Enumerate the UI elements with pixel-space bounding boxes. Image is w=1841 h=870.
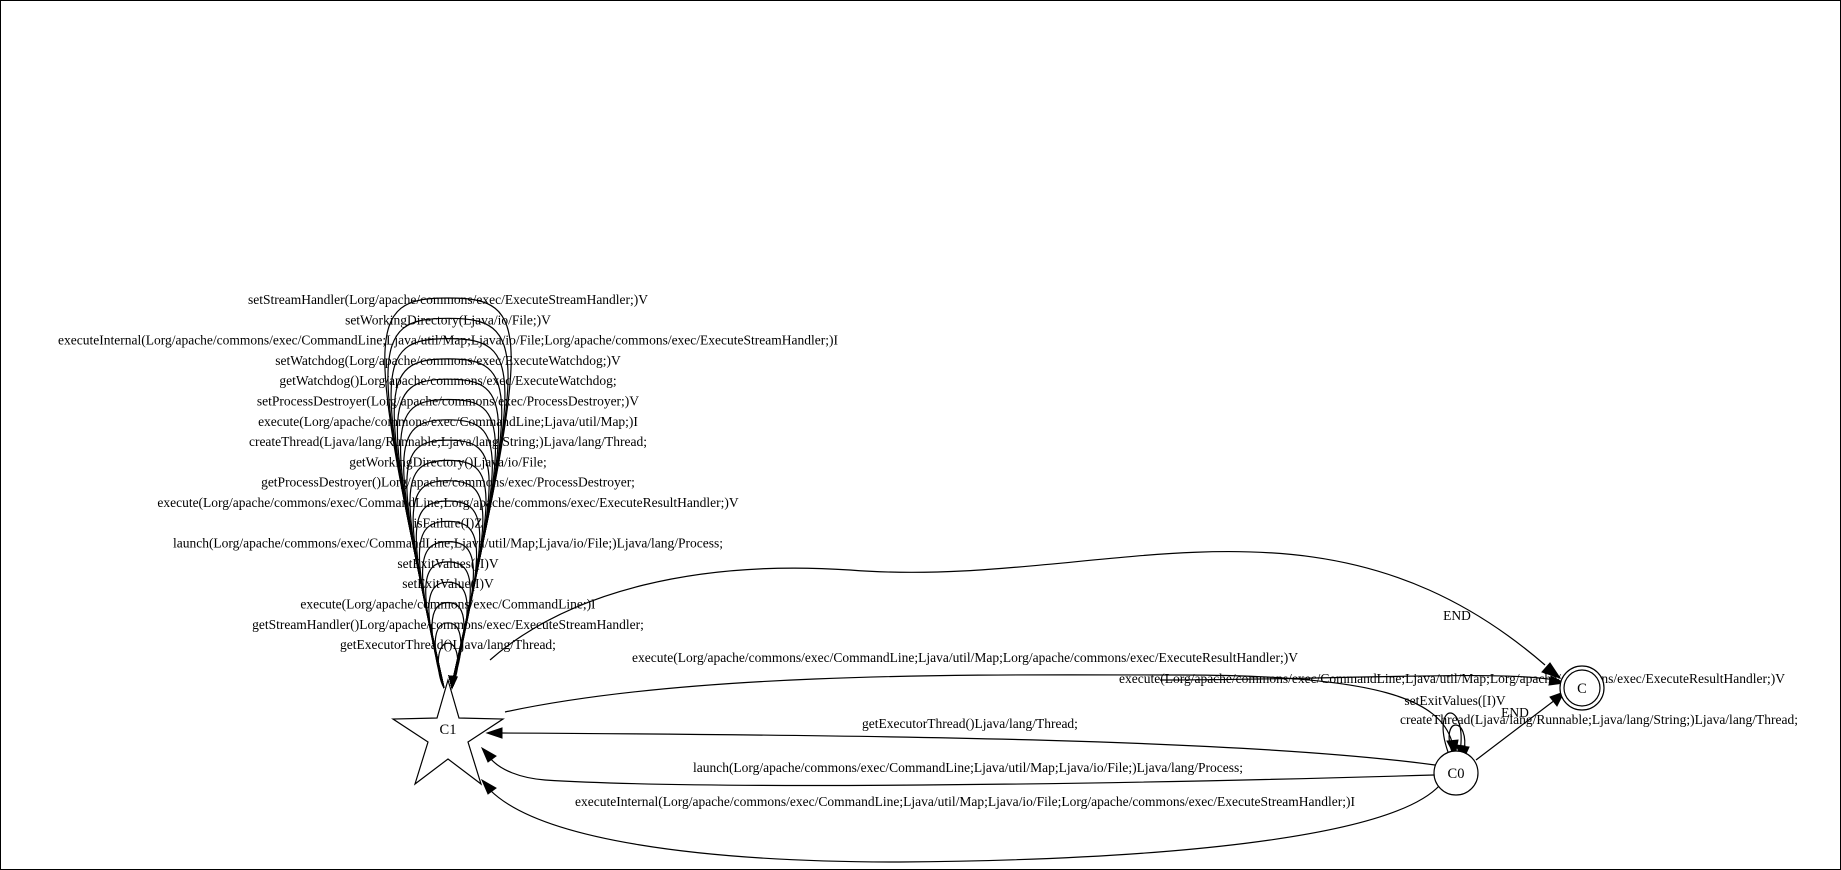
c1-self-loop [437, 642, 459, 689]
edge-c0-to-c-end [1475, 699, 1556, 761]
c1-self-loop [393, 358, 503, 689]
edge-label-c0-to-c1-executeinternal: executeInternal(Lorg/apache/commons/exec… [575, 794, 1355, 809]
arrow-c0-self-createthread [1459, 745, 1470, 758]
c1-self-loop-label: getWatchdog()Lorg/apache/commons/exec/Ex… [279, 373, 616, 388]
c1-self-loop-label: isFailure(I)Z [414, 515, 483, 530]
arrow-c0-to-c1-executeinternal [480, 778, 497, 795]
edge-c0-to-c1-executeinternal [489, 784, 1441, 863]
edge-label-c1-to-c0-execute: execute(Lorg/apache/commons/exec/Command… [632, 650, 1298, 665]
node-c0-circle [1433, 750, 1479, 796]
c1-self-loops [384, 297, 512, 690]
c1-self-loop-label: getProcessDestroyer()Lorg/apache/commons… [261, 475, 635, 490]
edge-c0-to-c1-getexecutorthread [499, 732, 1436, 766]
c1-self-loop-label: getExecutorThread()Ljava/lang/Thread; [340, 637, 556, 652]
edge-c0-self-setexitvalues [1442, 712, 1462, 753]
node-c-inner-circle [1563, 669, 1601, 707]
c1-self-loop [406, 439, 490, 689]
c1-self-loop-labels: setStreamHandler(Lorg/apache/commons/exe… [58, 292, 838, 652]
c1-self-loop [425, 561, 471, 689]
c1-self-loop-label: launch(Lorg/apache/commons/exec/CommandL… [173, 536, 723, 551]
c1-self-loop-label: execute(Lorg/apache/commons/exec/Command… [300, 597, 596, 612]
edge-label-c0-self-setexitvalues: setExitValues([I)V [1404, 693, 1505, 708]
c1-self-loop-label: setProcessDestroyer(Lorg/apache/commons/… [257, 394, 639, 409]
edge-c1-to-c-end [489, 551, 1546, 666]
c1-self-loop-label: setWorkingDirectory(Ljava/io/File;)V [345, 312, 551, 327]
edge-label-c0-to-c1-launch: launch(Lorg/apache/commons/exec/CommandL… [693, 760, 1243, 775]
arrow-c0-to-c-end [1549, 691, 1566, 707]
edge-c0-to-c1-launch [489, 757, 1435, 787]
c1-self-loop [412, 480, 484, 689]
c1-self-loop-label: execute(Lorg/apache/commons/exec/Command… [157, 495, 739, 510]
c1-self-loop-arrow [448, 675, 458, 690]
c1-self-loop [434, 622, 462, 689]
c1-self-loop-label: getWorkingDirectory()Ljava/io/File; [349, 454, 547, 469]
c1-self-loop-label: setWatchdog(Lorg/apache/commons/exec/Exe… [275, 353, 621, 368]
c1-self-loop-label: setExitValue(I)V [402, 576, 494, 591]
node-c1-label: C1 [440, 722, 457, 738]
edge-c1-to-c0-execute [504, 674, 1453, 743]
edge-c0-to-c-execute [1159, 674, 1556, 681]
c1-self-loop-label: setStreamHandler(Lorg/apache/commons/exe… [248, 292, 648, 307]
c1-self-loop [415, 500, 481, 689]
edge-c0-self-createthread [1448, 724, 1466, 753]
edge-label-c0-to-c-end: END [1501, 705, 1529, 720]
c1-self-loop [384, 297, 512, 689]
c1-self-loop [409, 459, 487, 689]
c1-self-loop [403, 419, 493, 689]
edge-label-c0-to-c1-getexecutorthread: getExecutorThread()Ljava/lang/Thread; [862, 716, 1078, 731]
c1-self-loop-label: getStreamHandler()Lorg/apache/commons/ex… [252, 617, 644, 632]
edge-label-c1-to-c-end: END [1443, 608, 1471, 623]
c1-self-loop [396, 378, 500, 689]
node-c0-label: C0 [1448, 766, 1465, 782]
c1-self-loop [418, 520, 478, 689]
c1-self-loop [428, 581, 468, 689]
c1-self-loop-label: createThread(Ljava/lang/Runnable;Ljava/l… [249, 434, 647, 449]
edge-label-c0-to-c-execute: execute(Lorg/apache/commons/exec/Command… [1119, 671, 1785, 686]
arrow-c0-to-c1-getexecutorthread [485, 727, 503, 739]
node-c-label: C [1577, 681, 1587, 697]
arrow-c1-to-c-end [1541, 662, 1562, 679]
c1-self-loop [390, 337, 506, 689]
arrow-c0-to-c1-launch [480, 746, 497, 763]
node-c1-star [391, 677, 505, 786]
c1-self-loop [422, 540, 474, 689]
c1-self-loop-label: execute(Lorg/apache/commons/exec/Command… [258, 414, 638, 429]
edge-label-c0-self-createthread: createThread(Ljava/lang/Runnable;Ljava/l… [1400, 712, 1798, 727]
c1-self-loop-label: executeInternal(Lorg/apache/commons/exec… [58, 333, 838, 348]
c1-self-loop-label: setExitValues([I)V [397, 556, 498, 571]
c1-self-loop [387, 317, 509, 689]
c1-self-loop [431, 601, 465, 689]
c1-self-loop [399, 398, 497, 689]
